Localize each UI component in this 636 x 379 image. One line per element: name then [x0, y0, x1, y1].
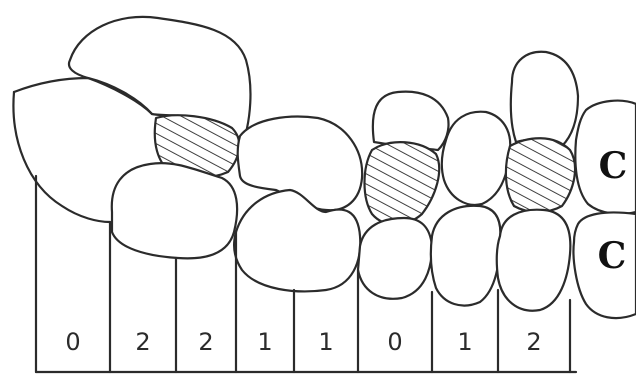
- c-label-lower: C: [598, 235, 627, 277]
- count-label-6: 0: [387, 328, 402, 356]
- stone-lower-row-4: [431, 206, 501, 306]
- hatched-stone-3: [506, 138, 575, 212]
- count-label-1: 0: [65, 328, 80, 356]
- hatched-stone-2: [365, 142, 440, 224]
- count-label-7: 1: [457, 328, 472, 356]
- count-label-3: 2: [198, 328, 213, 356]
- count-label-2: 2: [135, 328, 150, 356]
- stone-upper-tall: [511, 52, 578, 146]
- stone-lower-row-3: [358, 218, 432, 299]
- stone-lower-left: [112, 163, 237, 258]
- count-label-8: 2: [526, 328, 541, 356]
- count-label-4: 1: [257, 328, 272, 356]
- stone-upper-row-4: [442, 112, 510, 205]
- count-label-5: 1: [318, 328, 333, 356]
- c-label-upper: C: [599, 145, 628, 187]
- large-partial-stone-left: [13, 92, 110, 222]
- count-labels: 0 2 2 1 1 0 1 2: [65, 328, 541, 356]
- stone-upper-small: [373, 92, 449, 150]
- stone-lower-row-5: [497, 210, 571, 311]
